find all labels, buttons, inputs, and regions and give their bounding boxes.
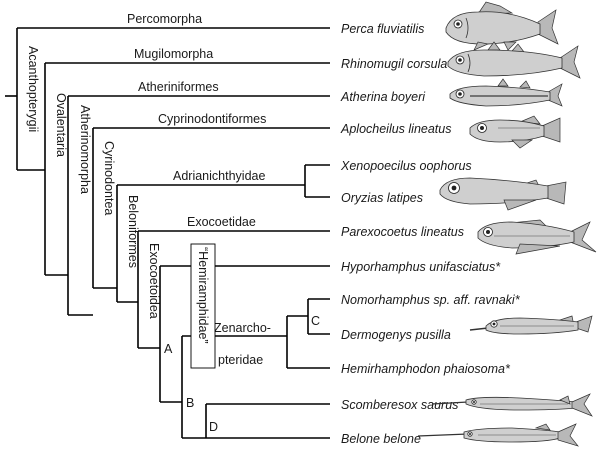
mullet-illustration (447, 41, 581, 79)
clade-label-acanthopterygii: Acanthopterygii (26, 46, 40, 132)
silverside-illustration (449, 78, 563, 107)
species-label: Hyporhamphus unifasciatus* (341, 260, 501, 274)
node-label-b: B (186, 396, 194, 410)
species-label: Aplocheilus lineatus (340, 122, 452, 136)
clade-label-zenarchopteridae-1: Zenarcho- (214, 321, 271, 335)
saury-illustration (431, 393, 593, 417)
killifish-illustration (469, 115, 561, 149)
clade-label-exocoetidae: Exocoetidae (187, 215, 256, 229)
species-label: Belone belone (341, 432, 421, 446)
clade-label-cyrinodontea: Cyrinodontea (102, 141, 116, 215)
species-label: Oryzias latipes (341, 191, 423, 205)
clade-label-exocoetoidea: Exocoetoidea (147, 243, 161, 319)
species-label: Scomberesox saurus (341, 398, 458, 412)
clade-label-percomorpha: Percomorpha (127, 12, 202, 26)
node-label-a: A (164, 342, 173, 356)
medaka-illustration (439, 177, 567, 211)
flyingfish-illustration (477, 219, 597, 255)
species-label: Hemirhamphodon phaiosoma* (341, 362, 511, 376)
clade-label-atheriniformes: Atheriniformes (138, 80, 219, 94)
species-label: Perca fluviatilis (341, 22, 424, 36)
clade-label-hemiramphidae: “Hemiramphidae” (196, 247, 210, 344)
clade-label-mugilomorpha: Mugilomorpha (134, 47, 213, 61)
hemiramphidae-box (190, 243, 216, 369)
species-label: Atherina boyeri (340, 90, 426, 104)
clade-label-zenarchopteridae-2: pteridae (218, 353, 263, 367)
clade-label-adrianichthyidae: Adrianichthyidae (173, 169, 265, 183)
species-label: Rhinomugil corsula (341, 57, 447, 71)
species-label: Parexocoetus lineatus (341, 225, 464, 239)
node-label-c: C (311, 314, 320, 328)
species-label: Xenopoecilus oophorus (340, 159, 472, 173)
node-label-d: D (209, 420, 218, 434)
needlefish-illustration (417, 423, 579, 447)
clade-label-atherinomorpha: Atherinomorpha (78, 105, 92, 194)
clade-label-ovalentaria: Ovalentaria (54, 93, 68, 157)
clade-label-cyprinodontiformes: Cyprinodontiformes (158, 112, 266, 126)
perch-illustration (445, 1, 559, 51)
species-label: Nomorhamphus sp. aff. ravnaki* (341, 293, 521, 307)
halfbeak-illustration (469, 315, 593, 335)
tree-branches (5, 27, 330, 439)
species-label: Dermogenys pusilla (341, 328, 451, 342)
clade-label-beloniformes: Beloniformes (126, 195, 140, 268)
